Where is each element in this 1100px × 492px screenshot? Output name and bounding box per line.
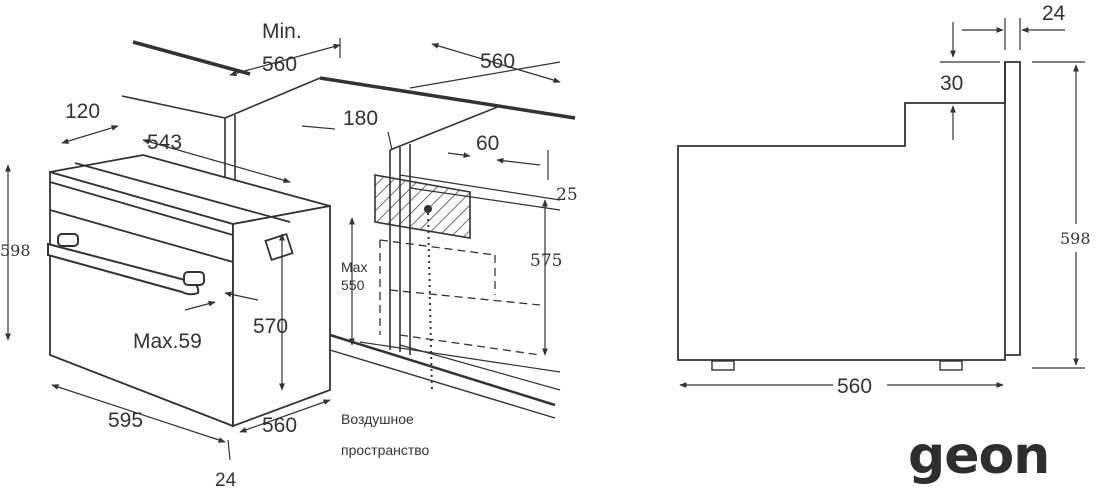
label-air-space-line2: пространство bbox=[341, 442, 430, 458]
oven-handle bbox=[47, 233, 205, 296]
side-label-depth: 560 bbox=[837, 375, 872, 398]
label-vent-gap: 25 bbox=[556, 185, 578, 205]
label-max-value: 550 bbox=[341, 277, 365, 293]
label-body-depth: 560 bbox=[262, 414, 297, 437]
label-vent-depth: 60 bbox=[476, 132, 499, 155]
label-niche-width: 560 bbox=[262, 53, 297, 76]
side-label-top-step: 30 bbox=[940, 72, 963, 95]
label-air-space-line1: Воздушное bbox=[341, 411, 414, 427]
label-max-front: Max.59 bbox=[133, 330, 202, 353]
label-niche-height: 575 bbox=[530, 251, 562, 271]
label-cutout-top: 180 bbox=[343, 107, 378, 130]
left-isometric-view: Min. 560 560 120 543 180 60 25 575 Max 5… bbox=[0, 20, 578, 491]
label-oven-width: 595 bbox=[108, 409, 143, 432]
cabinet-outline bbox=[121, 40, 576, 419]
brand-logo: geon bbox=[908, 426, 1049, 486]
label-panel-depth: 120 bbox=[65, 100, 100, 123]
label-oven-height: 598 bbox=[0, 241, 31, 260]
label-oven-inner-depth: 543 bbox=[147, 131, 182, 154]
side-height-label-bg bbox=[1060, 224, 1098, 252]
side-label-total-height: 598 bbox=[1060, 229, 1091, 248]
oven-side-profile bbox=[677, 61, 1021, 371]
label-min: Min. bbox=[262, 20, 302, 43]
niche-dashed-outline bbox=[379, 239, 541, 356]
ventilation-cutout bbox=[374, 174, 471, 393]
side-depth-label-bg bbox=[833, 370, 887, 398]
side-label-front-thickness: 24 bbox=[1042, 2, 1066, 25]
label-max: Max bbox=[341, 259, 367, 275]
label-body-height: 570 bbox=[253, 315, 288, 338]
label-top-depth: 560 bbox=[480, 50, 515, 73]
label-front-thickness: 24 bbox=[215, 470, 237, 491]
right-side-view: 24 30 598 560 bbox=[677, 2, 1098, 398]
dimension-lines bbox=[5, 38, 561, 461]
